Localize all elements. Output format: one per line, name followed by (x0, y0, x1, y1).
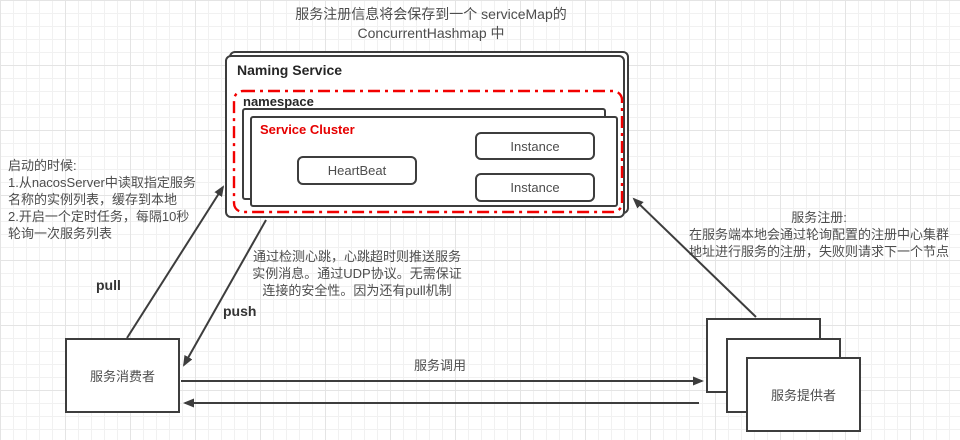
consumer-box: 服务消费者 (65, 338, 180, 413)
push-note-line-2: 实例消息。通过UDP协议。无需保证 (252, 266, 462, 281)
startup-note: 启动的时候: 1.从nacosServer中读取指定服务 名称的实例列表，缓存到… (8, 157, 196, 242)
provider-box-front: 服务提供者 (746, 357, 861, 432)
instance-box-2: Instance (475, 173, 595, 202)
register-note-line-2: 在服务端本地会通过轮询配置的注册中心集群 (688, 227, 949, 242)
instance-2-label: Instance (510, 180, 560, 195)
heartbeat-box: HeartBeat (297, 156, 417, 185)
register-note: 服务注册: 在服务端本地会通过轮询配置的注册中心集群 地址进行服务的注册，失败则… (680, 209, 958, 260)
pull-label: pull (96, 277, 121, 293)
consumer-label: 服务消费者 (89, 369, 155, 384)
heartbeat-label: HeartBeat (327, 163, 387, 178)
push-label: push (223, 303, 257, 319)
provider-label: 服务提供者 (770, 388, 836, 403)
push-note-line-3: 连接的安全性。因为还有pull机制 (262, 283, 452, 298)
instance-1-label: Instance (510, 138, 560, 154)
register-note-line-3: 地址进行服务的注册，失败则请求下一个节点 (688, 244, 949, 259)
startup-note-line-5: 轮询一次服务列表 (8, 226, 113, 241)
naming-service-label: Naming Service (237, 62, 343, 78)
startup-note-line-2: 1.从nacosServer中读取指定服务 (8, 175, 196, 190)
push-note-line-1: 通过检测心跳，心跳超时则推送服务 (252, 249, 461, 264)
startup-note-line-1: 启动的时候: (8, 158, 77, 173)
startup-note-line-3: 名称的实例列表，缓存到本地 (8, 192, 178, 207)
title-line-1: 服务注册信息将会保存到一个 serviceMap的 (295, 6, 567, 22)
push-note: 通过检测心跳，心跳超时则推送服务 实例消息。通过UDP协议。无需保证 连接的安全… (242, 248, 472, 299)
instance-box-1: Instance (475, 132, 595, 160)
register-note-line-1: 服务注册: (791, 210, 847, 225)
service-call-label: 服务调用 (413, 358, 466, 373)
title-line-2: ConcurrentHashmap 中 (357, 25, 505, 41)
startup-note-line-4: 2.开启一个定时任务，每隔10秒 (8, 209, 190, 224)
title-note: 服务注册信息将会保存到一个 serviceMap的 ConcurrentHash… (251, 5, 611, 43)
